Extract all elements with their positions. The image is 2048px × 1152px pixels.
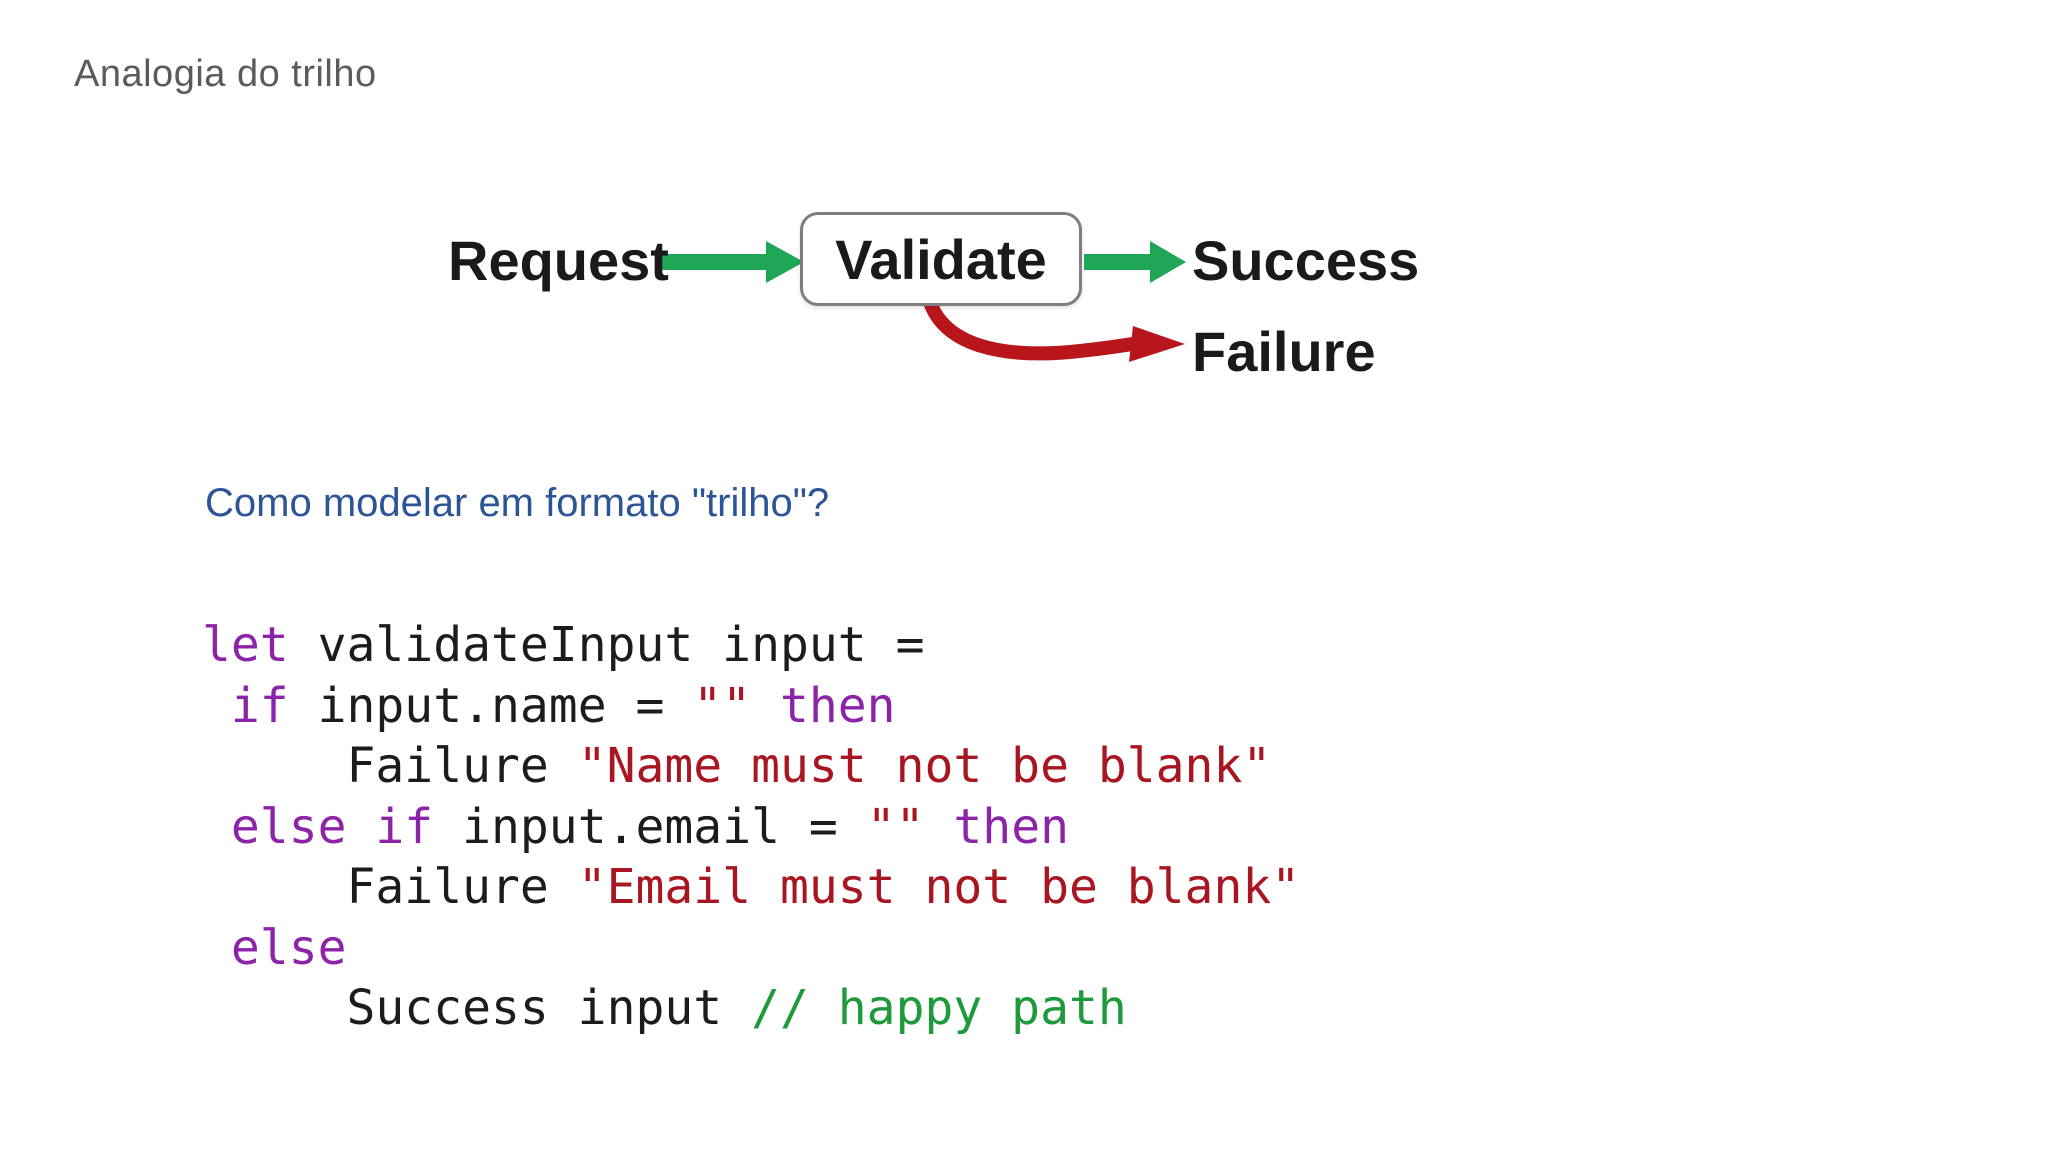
code-line: if input.name = "" then [202,676,1300,737]
code-token-pl [347,799,376,855]
code-token-pl [202,799,231,855]
code-token-str: "" [866,798,925,855]
code-token-pl [202,920,231,976]
validate-box: Validate [800,212,1082,306]
code-token-str: "Email must not be blank" [577,859,1301,915]
code-token-kw: then [779,677,896,734]
code-token-pl: Failure [202,738,578,794]
code-token-kw: let [202,617,289,673]
failure-label: Failure [1192,320,1376,383]
code-token-pl: Success input [202,980,752,1036]
code-token-kw: if [375,798,434,855]
code-line: Failure "Email must not be blank" [202,857,1300,918]
code-line: let validateInput input = [202,615,1300,676]
code-block: let validateInput input = if input.name … [202,615,1300,1039]
red-arrow-validate-to-failure [923,299,1185,362]
code-token-pl: validateInput input = [288,617,925,673]
code-line: else if input.email = "" then [202,797,1300,858]
request-label: Request [448,229,669,292]
code-token-kw: then [953,798,1069,855]
code-token-str: "Name must not be blank" [577,738,1272,794]
code-token-pl [202,678,231,734]
slide-title: Analogia do trilho [74,53,377,95]
validate-label: Validate [835,227,1047,291]
code-token-pl: input.email = [433,798,867,855]
question-text: Como modelar em formato "trilho"? [205,481,830,525]
code-token-kw: if [230,677,289,734]
code-token-com: // happy path [751,980,1127,1036]
diagram-arrows [662,241,1186,362]
green-arrow-request-to-validate [662,241,804,283]
railway-diagram: Request Validate Success Failure [0,0,2048,450]
code-line: else [202,918,1300,979]
code-token-kw: else [230,919,347,976]
code-line: Success input // happy path [202,978,1300,1039]
code-token-pl: input.name = [288,677,694,734]
success-label: Success [1192,229,1420,292]
code-token-pl [751,678,780,734]
code-token-kw: else [230,798,347,855]
code-line: Failure "Name must not be blank" [202,736,1300,797]
green-arrow-validate-to-success [1084,241,1186,283]
code-token-pl [924,799,953,855]
code-token-pl: Failure [202,859,578,915]
code-token-str: "" [693,677,752,734]
